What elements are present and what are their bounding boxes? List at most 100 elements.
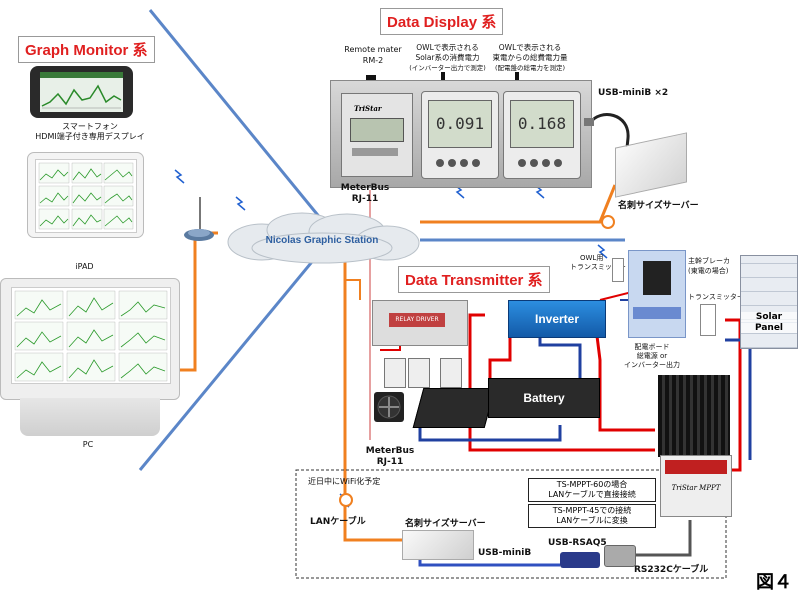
- pc-screen: [11, 287, 171, 384]
- mppt60-note-line1: TS-MPPT-60の場合: [556, 480, 628, 489]
- inverter-label: Inverter: [534, 312, 580, 326]
- rs232c-label: RS232Cケーブル: [634, 565, 709, 575]
- lan-cable-label: LANケーブル: [310, 517, 366, 527]
- wired-section-boundary: [295, 469, 727, 579]
- station-lan-cable: [343, 262, 405, 542]
- relay-driver: RELAY DRIVER: [372, 300, 468, 346]
- battery-bank: Battery: [488, 378, 600, 418]
- pc-stand: [20, 398, 160, 436]
- wifi-router-icon: [182, 195, 216, 243]
- relay-link-cable: [345, 279, 361, 300]
- usb-cable-top: [580, 108, 640, 168]
- red-wire-5: [725, 318, 742, 472]
- owl1-label-1: OWLで表示される: [416, 43, 479, 52]
- owl-grid-readout: 0.168: [510, 100, 574, 148]
- solar-panel-label-1: Solar: [741, 312, 797, 322]
- graphic-station-label: Nicolas Graphic Station: [265, 235, 379, 246]
- mppt60-note-line2: LANケーブルで直接接続: [548, 490, 636, 499]
- server-bottom: [402, 530, 474, 560]
- inverter: Inverter: [508, 300, 606, 338]
- meterbus-top-label-1: MeterBus: [340, 183, 390, 193]
- mppt-controller: TriStar MPPT: [660, 455, 732, 517]
- owl-grid-buttons: [516, 154, 566, 167]
- owl-transmitter-label-1: OWL用: [580, 254, 604, 262]
- ipad-device: [27, 152, 144, 238]
- owl2-label-2: 東電からの総費電力量: [492, 53, 568, 62]
- dist-label-3: インバーター出力: [624, 361, 680, 369]
- owl2-label-1: OWLで表示される: [498, 43, 562, 52]
- owl-transmitter-label-2: トランスミッター: [570, 263, 626, 271]
- server-top-label: 名刺サイズサーバー: [618, 201, 699, 211]
- mppt60-note: TS-MPPT-60の場合 LANケーブルで直接接続: [528, 478, 656, 502]
- battery-label: Battery: [523, 391, 565, 405]
- rm2-screen: [350, 118, 404, 142]
- pc-lan-cable: [178, 231, 218, 372]
- separator-line-top: [148, 9, 332, 231]
- main-breaker-label-1: 主幹ブレーカ: [688, 257, 730, 265]
- owl2-label-3: (配電盤の総電力を測定): [494, 64, 566, 72]
- owl-solar-readout: 0.091: [428, 100, 492, 148]
- mppt-heatsink: [658, 375, 730, 457]
- owl-solar-buttons: [434, 154, 484, 167]
- owl1-label-2: Solar系の消費電力: [415, 53, 480, 62]
- smartphone-screen: [40, 72, 123, 112]
- server-bottom-label: 名刺サイズサーバー: [405, 519, 486, 529]
- mppt45-note-line2: LANケーブルに変換: [556, 516, 628, 525]
- cooling-fan: [374, 392, 404, 422]
- current-sensor-3: [440, 358, 462, 388]
- remote-meter-label-2: RM-2: [362, 56, 384, 65]
- owl1-label-3: (インバーター出力で測定): [409, 64, 486, 72]
- solar-panel-label-2: Panel: [741, 323, 797, 333]
- wifi-plan-label: 近日中にWiFi化予定: [308, 477, 381, 486]
- rs232c-connector: [604, 545, 636, 567]
- owl-transmitter-device: [612, 258, 624, 282]
- rm2-logo: TriStar: [354, 104, 382, 113]
- red-wire-3: [593, 319, 655, 432]
- distribution-board: [628, 250, 686, 338]
- rm2-buttons: [352, 148, 398, 156]
- graphic-station-cloud: Nicolas Graphic Station: [222, 210, 422, 265]
- relay-driver-label: RELAY DRIVER: [389, 313, 445, 327]
- owl-display-grid: 0.168: [503, 91, 581, 179]
- separator-line-bottom: [138, 239, 332, 471]
- current-sensor-2: [408, 358, 430, 388]
- owl-display-solar: 0.091: [421, 91, 499, 179]
- solar-panel: Solar Panel: [740, 255, 798, 349]
- remote-meter-rm2: TriStar: [341, 93, 413, 177]
- usb-minib-label: USB-miniB: [478, 548, 532, 558]
- ipad-label: iPAD: [75, 262, 94, 271]
- smartphone-sublabel: HDMI端子付き専用デスプレイ: [35, 132, 145, 141]
- mppt-brand: TriStar MPPT: [671, 484, 721, 492]
- figure-label: 図４: [756, 572, 792, 593]
- mppt45-note-line1: TS-MPPT-45での接続: [552, 506, 632, 515]
- usb-rsaq5-adapter: [560, 552, 600, 568]
- mppt45-note: TS-MPPT-45での接続 LANケーブルに変換: [528, 504, 656, 528]
- transmitter-device: [700, 304, 716, 336]
- current-sensor-1: [384, 358, 406, 388]
- ipad-screen: [35, 159, 137, 233]
- usb-minib-x2-label: USB-miniB ×2: [598, 88, 669, 98]
- navy-wire-2: [418, 425, 562, 442]
- meterbus-bottom-label-2: RJ-11: [376, 457, 404, 467]
- meterbus-bottom-label-1: MeterBus: [365, 446, 415, 456]
- graph-monitor-title: Graph Monitor 系: [18, 36, 155, 63]
- meterbus-top-label-2: RJ-11: [351, 194, 379, 204]
- charger-unit: [412, 388, 496, 428]
- coupler-bottom: [339, 493, 353, 507]
- coupler-top: [601, 215, 615, 229]
- main-breaker-label-2: (東電の場合): [688, 267, 729, 275]
- dist-label-1: 配電ボード: [634, 343, 670, 351]
- data-transmitter-title: Data Transmitter 系: [398, 266, 550, 293]
- terminal-block: [633, 307, 681, 319]
- main-breaker: [643, 261, 671, 295]
- remote-meter-label-1: Remote mater: [344, 45, 402, 54]
- pc-monitor: [0, 278, 180, 400]
- pc-label: PC: [82, 440, 94, 449]
- display-panel: TriStar 0.091 0.168: [330, 80, 592, 188]
- rs232c-cable: [630, 520, 692, 557]
- display-server-cable: [420, 184, 617, 224]
- smartphone-label: スマートフォン: [62, 122, 118, 131]
- dist-label-2: 総電源 or: [636, 352, 668, 360]
- mppt-red-band: [665, 460, 727, 474]
- transmitter-label: トランスミッター: [688, 293, 744, 301]
